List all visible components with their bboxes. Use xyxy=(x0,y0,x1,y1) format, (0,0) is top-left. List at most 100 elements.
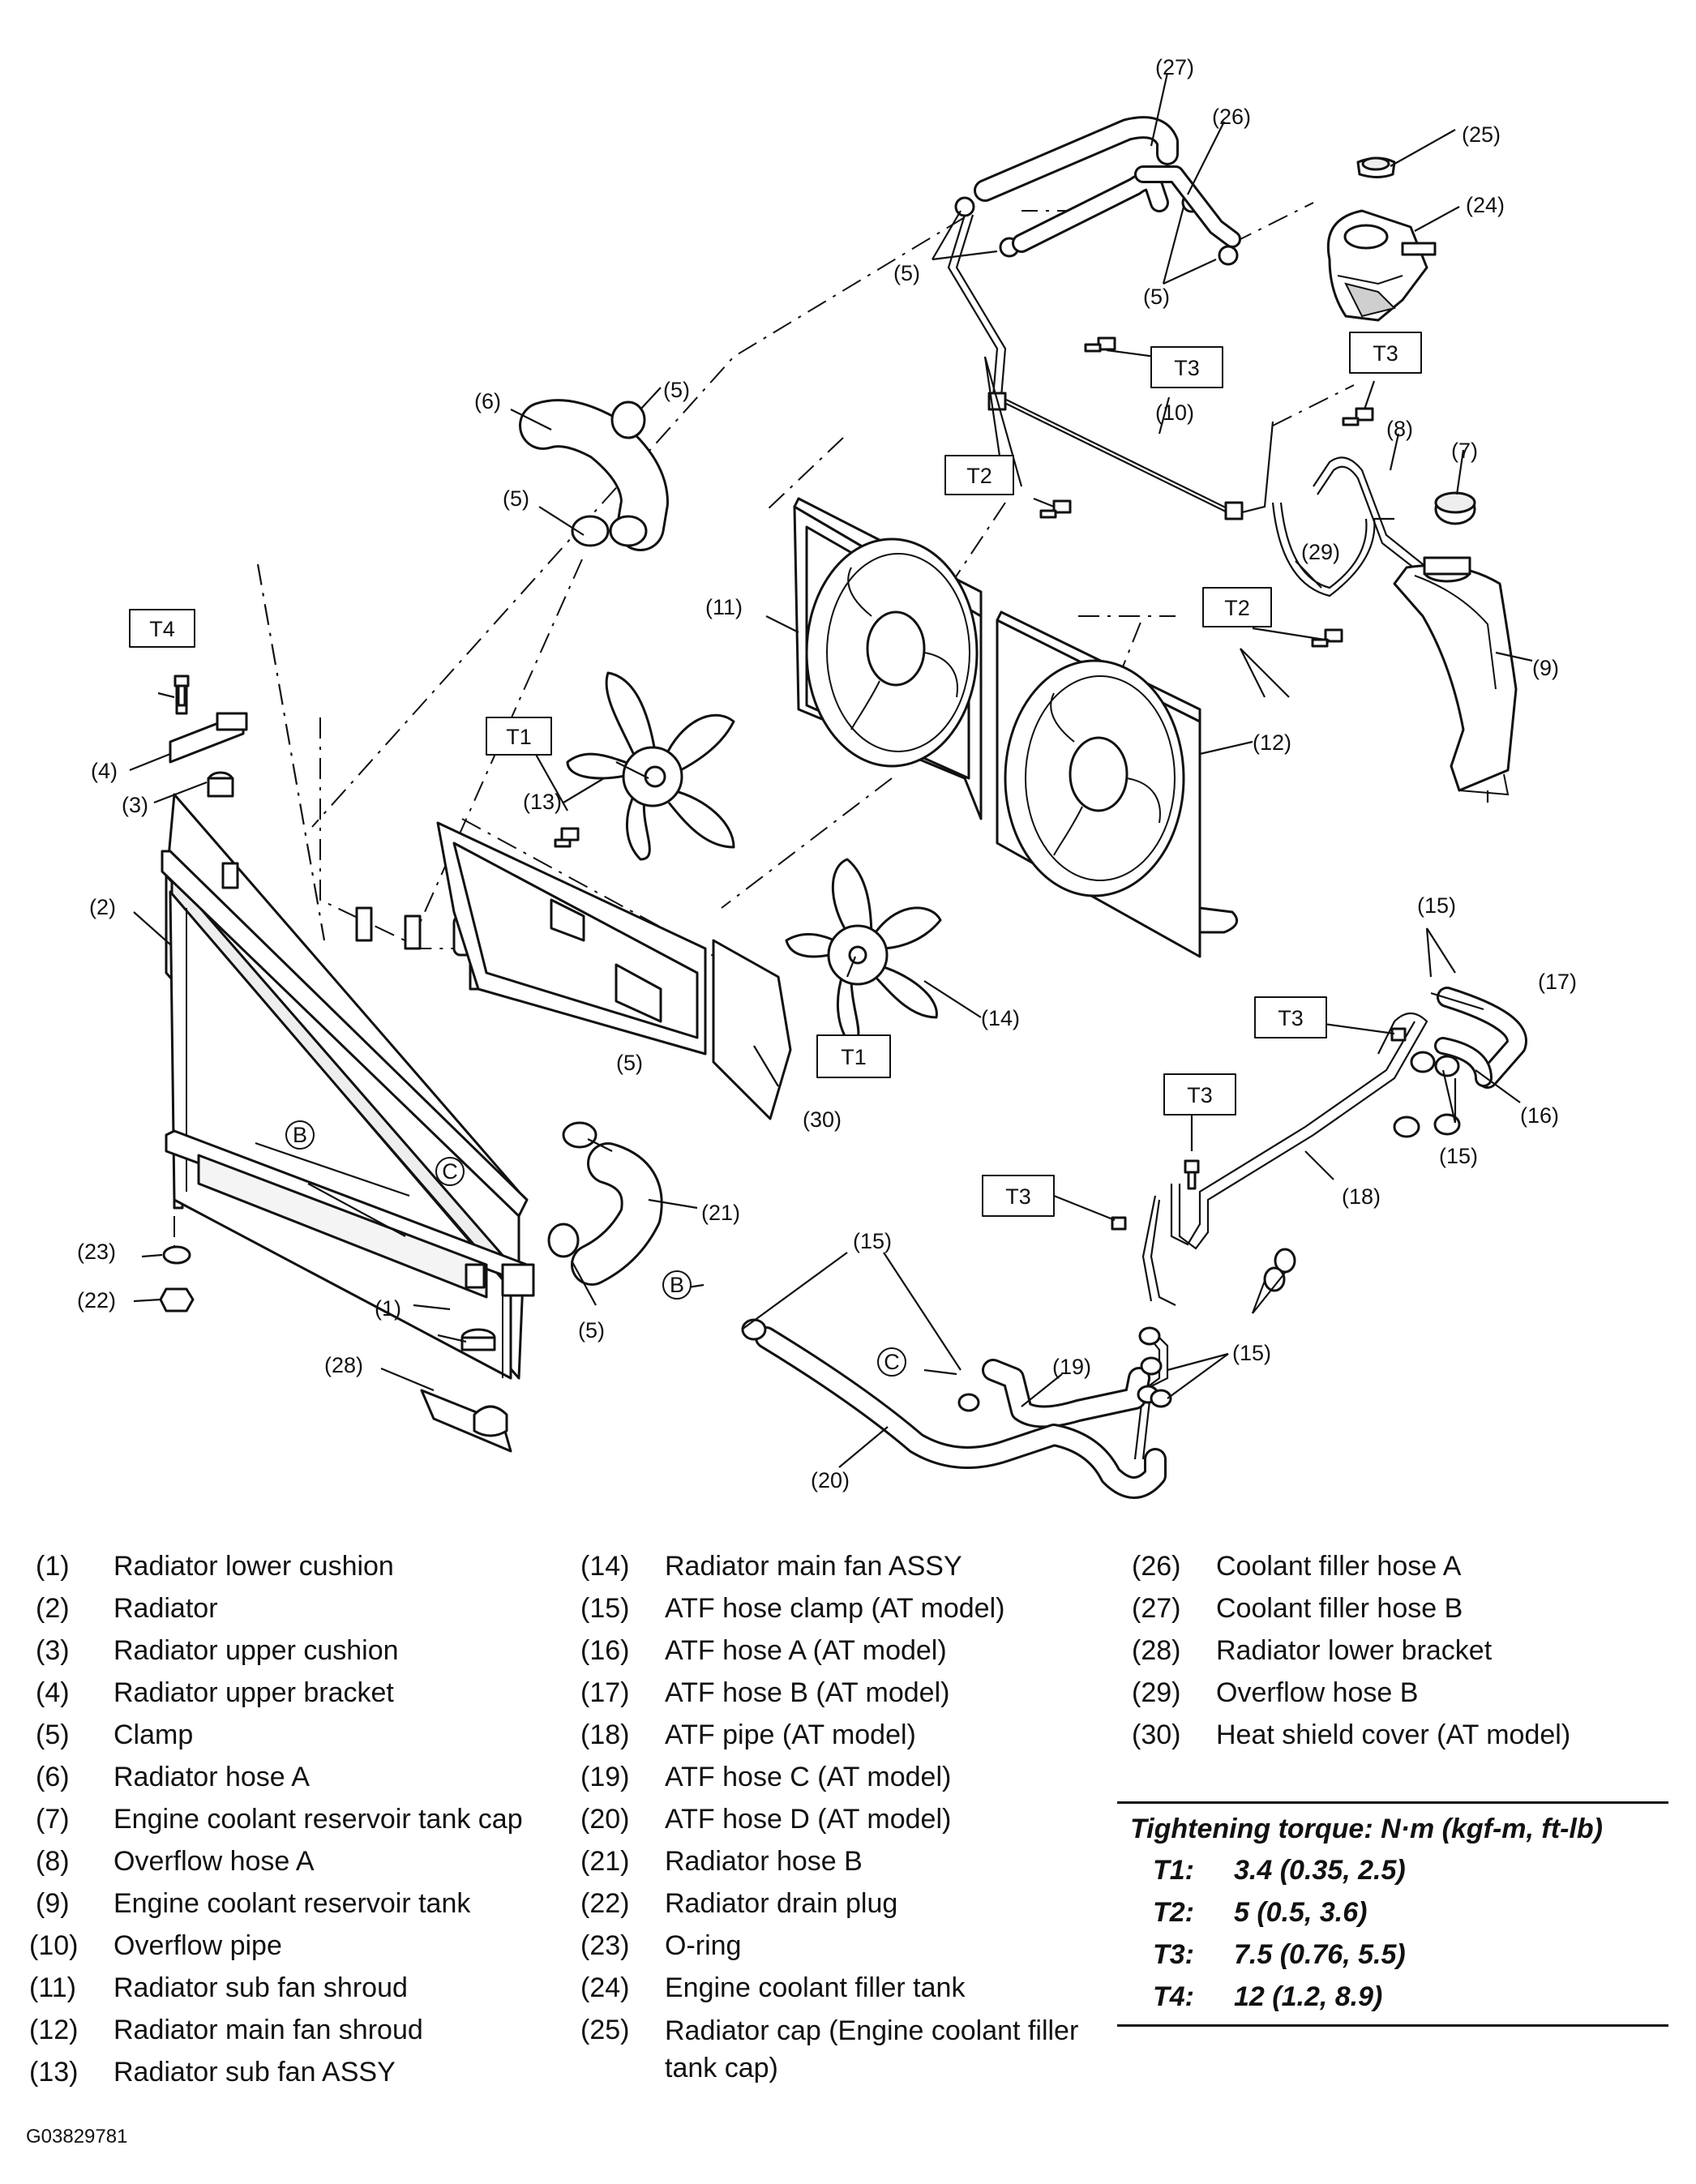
radiator-hose-b xyxy=(571,1142,663,1286)
callout-9: (9) xyxy=(1532,656,1559,680)
divider xyxy=(1117,1801,1668,1804)
parts-legend-column-2: (14)Radiator main fan ASSY (15)ATF hose … xyxy=(580,1545,1116,2093)
legend-row: (6)Radiator hose A xyxy=(36,1762,310,1792)
radiator-cap xyxy=(1356,156,1396,178)
legend-row: (19)ATF hose C (AT model) xyxy=(580,1762,952,1792)
svg-text:T2: T2 xyxy=(1224,596,1250,620)
callout-5-top-right: (5) xyxy=(1143,285,1170,309)
svg-text:T3: T3 xyxy=(1278,1006,1304,1030)
callout-14: (14) xyxy=(981,1006,1020,1030)
callout-8: (8) xyxy=(1386,417,1413,441)
legend-row: (25)Radiator cap (Engine coolant filler … xyxy=(580,2015,1079,2083)
callout-1: (1) xyxy=(375,1296,401,1321)
svg-text:T4: T4 xyxy=(149,617,175,641)
callout-7: (7) xyxy=(1451,439,1478,463)
legend-row: (3)Radiator upper cushion xyxy=(36,1635,399,1666)
coolant-filler-hose-b xyxy=(974,116,1179,253)
torque-row: T2:5 (0.5, 3.6) xyxy=(1153,1897,1368,1928)
legend-row: (2)Radiator xyxy=(36,1593,218,1624)
overflow-hose-b xyxy=(1271,502,1394,597)
bolts xyxy=(173,336,1407,1231)
engine-coolant-filler-tank xyxy=(1326,209,1437,322)
svg-text:T3: T3 xyxy=(1005,1184,1031,1209)
callout-15-atf-upper: (15) xyxy=(1417,893,1456,918)
parts-legend-column-3: (26)Coolant filler hose A (27)Coolant fi… xyxy=(1132,1545,1683,1756)
torque-row: T4:12 (1.2, 8.9) xyxy=(1153,1981,1383,2012)
torque-tag-t3-overflow-pipe: T3 xyxy=(1150,346,1223,388)
reference-mark-b: B xyxy=(285,1120,315,1150)
legend-row: (23)O-ring xyxy=(580,1930,742,1961)
legend-row: (26)Coolant filler hose A xyxy=(1132,1551,1462,1582)
exploded-parts-diagram: B C B C T4 T1 T1 T2 T2 T3 T3 T3 xyxy=(77,55,1577,1499)
heat-shield-cover xyxy=(436,821,792,1120)
callout-22: (22) xyxy=(77,1288,116,1313)
o-ring-and-drain-plug xyxy=(159,1245,195,1313)
torque-tag-t4: T4 xyxy=(129,609,195,648)
legend-row: (13)Radiator sub fan ASSY xyxy=(29,2057,396,2088)
figure-id: G03829781 xyxy=(26,2126,128,2148)
legend-row: (10)Overflow pipe xyxy=(29,1930,282,1961)
legend-row: (22)Radiator drain plug xyxy=(580,1888,898,1919)
callout-5-hose-b-top: (5) xyxy=(616,1051,643,1075)
torque-row: T1:3.4 (0.35, 2.5) xyxy=(1153,1855,1406,1886)
callout-10: (10) xyxy=(1155,400,1194,425)
callout-20: (20) xyxy=(811,1468,850,1492)
legend-row: (28)Radiator lower bracket xyxy=(1132,1635,1493,1666)
reference-mark-c: C xyxy=(435,1157,465,1186)
callout-17: (17) xyxy=(1538,970,1577,994)
svg-text:T1: T1 xyxy=(506,725,532,749)
legend-row: (30)Heat shield cover (AT model) xyxy=(1132,1719,1571,1750)
torque-tag-t2-sub-shroud: T2 xyxy=(944,455,1014,495)
callout-labels: (27) (26) (25) (24) (5) (5) (10) (8) (7)… xyxy=(77,55,1577,1492)
callout-21: (21) xyxy=(701,1201,740,1225)
callout-13: (13) xyxy=(523,790,562,814)
radiator-main-fan-shroud xyxy=(996,610,1239,958)
divider xyxy=(1117,2024,1668,2027)
torque-tag-t3-atf-middle: T3 xyxy=(1163,1073,1236,1116)
legend-row: (16)ATF hose A (AT model) xyxy=(580,1635,947,1666)
radiator-hose-a xyxy=(519,399,669,551)
reference-mark-c-atf: C xyxy=(877,1347,906,1377)
callout-3: (3) xyxy=(122,793,148,817)
svg-text:T3: T3 xyxy=(1373,341,1398,366)
torque-tag-t1-sub-fan: T1 xyxy=(486,717,552,756)
legend-row: (12)Radiator main fan shroud xyxy=(29,2015,423,2045)
legend-row: (27)Coolant filler hose B xyxy=(1132,1593,1463,1624)
legend-row: (20)ATF hose D (AT model) xyxy=(580,1804,952,1835)
callout-23: (23) xyxy=(77,1240,116,1264)
atf-hose-c xyxy=(982,1326,1161,1428)
legend-row: (17)ATF hose B (AT model) xyxy=(580,1677,950,1708)
callout-5-top-left: (5) xyxy=(893,261,920,285)
callout-30: (30) xyxy=(803,1107,842,1132)
svg-text:T1: T1 xyxy=(841,1045,867,1069)
legend-row: (14)Radiator main fan ASSY xyxy=(580,1551,962,1582)
callout-25: (25) xyxy=(1462,122,1501,147)
callout-24: (24) xyxy=(1466,193,1505,217)
legend-row: (11)Radiator sub fan shroud xyxy=(29,1972,408,2003)
torque-tag-t3-reservoir: T3 xyxy=(1349,332,1422,374)
callout-4: (4) xyxy=(91,759,118,783)
torque-tag-t3-atf-upper: T3 xyxy=(1254,996,1327,1038)
legend-row: (1)Radiator lower cushion xyxy=(36,1551,394,1582)
callout-5-hose-a-top: (5) xyxy=(663,378,690,402)
callout-5-hose-b-bottom: (5) xyxy=(578,1318,605,1343)
reference-mark-b-atf: B xyxy=(662,1270,692,1300)
callout-11: (11) xyxy=(705,595,743,619)
legend-row: (21)Radiator hose B xyxy=(580,1846,863,1877)
legend-row: (29)Overflow hose B xyxy=(1132,1677,1419,1708)
svg-text:B: B xyxy=(670,1273,684,1297)
torque-row: T3:7.5 (0.76, 5.5) xyxy=(1153,1939,1406,1970)
engine-coolant-reservoir-tank-cap xyxy=(1434,491,1476,525)
radiator-lower-bracket xyxy=(420,1389,512,1453)
svg-text:T2: T2 xyxy=(966,464,992,488)
callout-26: (26) xyxy=(1212,105,1251,129)
radiator-sub-fan-shroud xyxy=(793,497,983,820)
svg-text:C: C xyxy=(442,1159,458,1184)
atf-hose-clamps xyxy=(1140,1248,1296,1408)
coolant-filler-hose-a xyxy=(1134,165,1241,248)
radiator-sub-fan xyxy=(566,671,735,861)
engine-coolant-reservoir-tank xyxy=(1393,556,1518,803)
callout-12: (12) xyxy=(1253,730,1291,755)
svg-text:T3: T3 xyxy=(1187,1083,1213,1107)
legend-row: (4)Radiator upper bracket xyxy=(36,1677,394,1708)
